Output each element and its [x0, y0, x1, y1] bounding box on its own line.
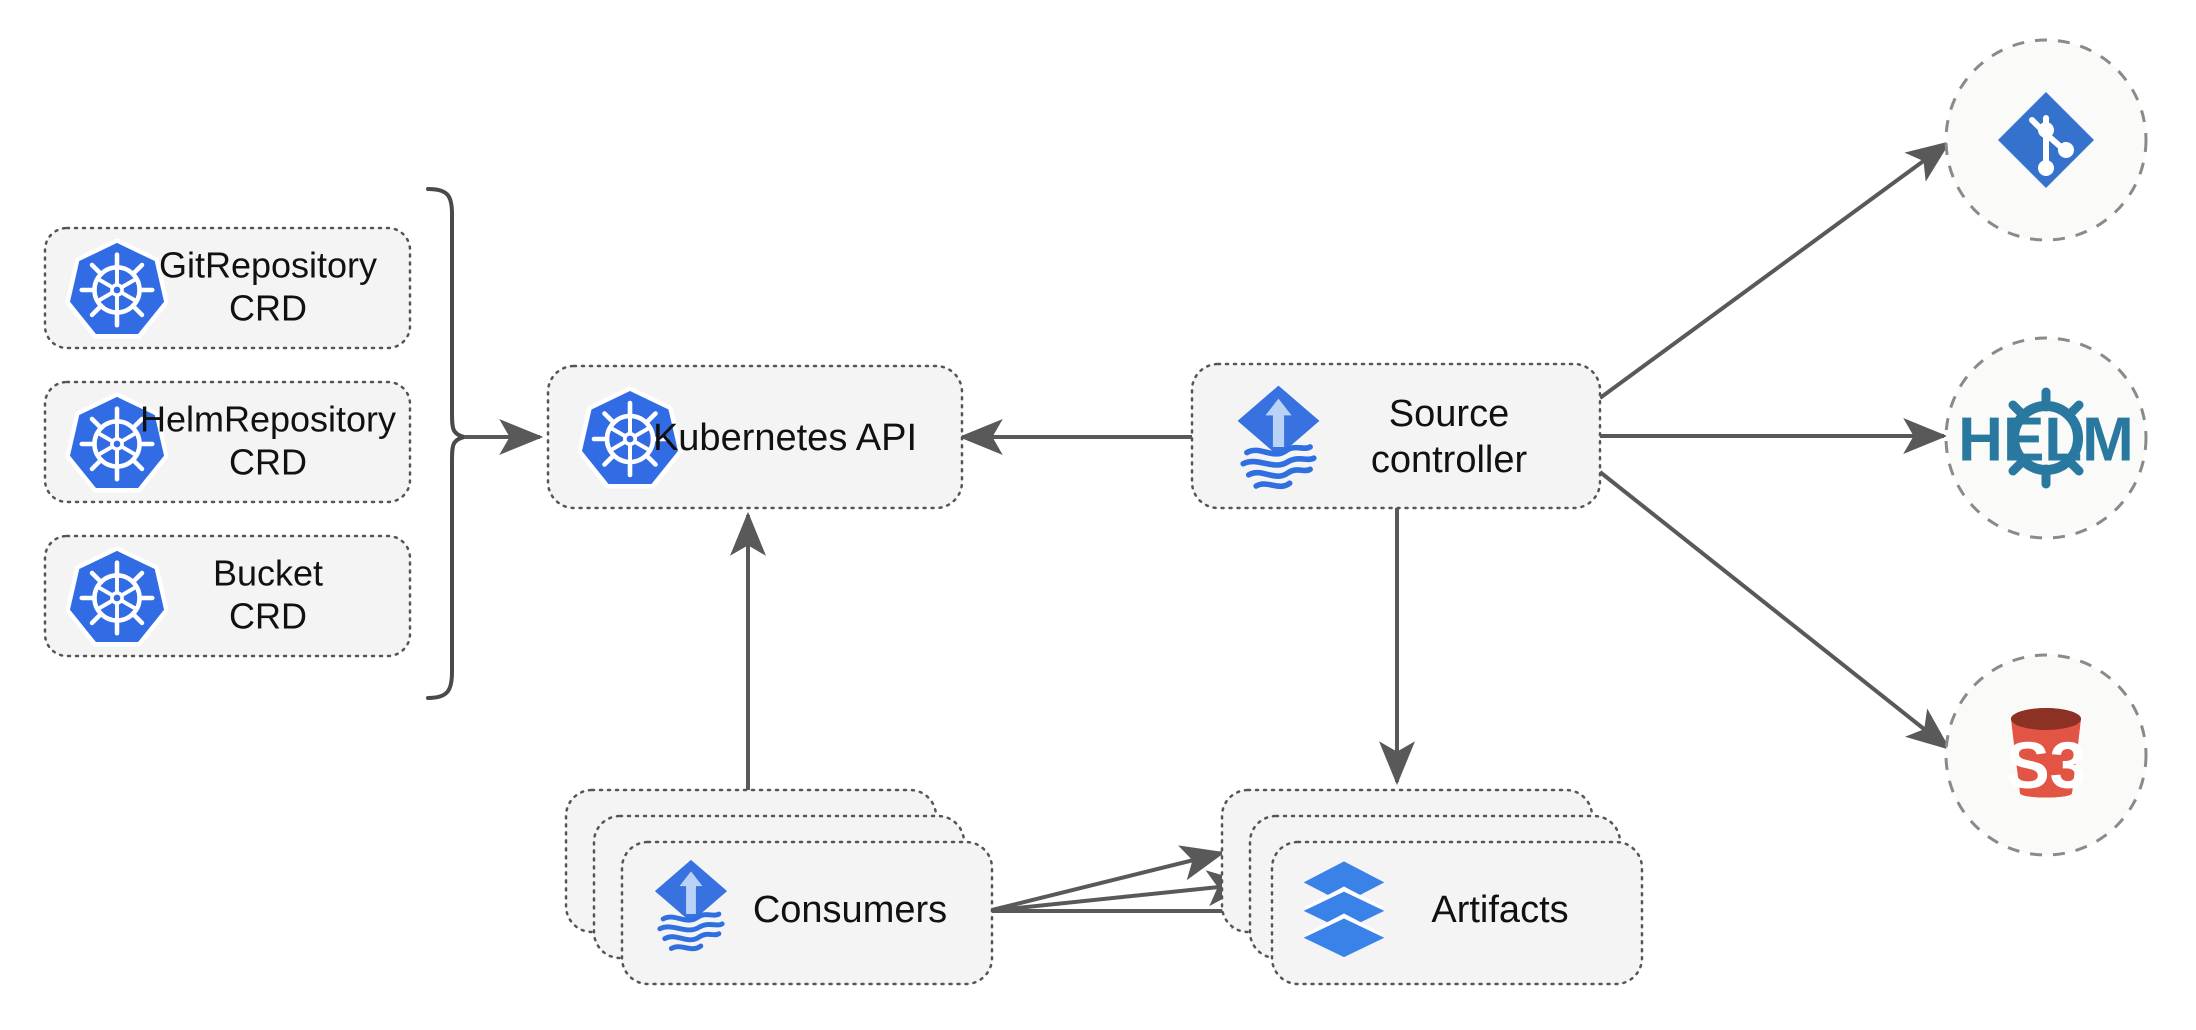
crd-label-line2: CRD [229, 442, 307, 483]
source-circle-git[interactable] [1944, 38, 2148, 242]
crd-card-bucket[interactable]: Bucket CRD [43, 534, 412, 658]
helm-label: HELM [1958, 406, 2134, 475]
artifacts-label: Artifacts [1431, 889, 1568, 931]
crd-card-gitrepository[interactable]: GitRepository CRD [43, 226, 412, 350]
kubernetes-icon [70, 551, 164, 642]
node-kubernetes-api[interactable]: Kubernetes API [546, 364, 964, 510]
crd-card-helmrepository[interactable]: HelmRepository CRD [43, 380, 412, 504]
crd-label-line1: HelmRepository [140, 399, 396, 440]
crd-group-brace [426, 187, 466, 700]
s3-label: S3 [2006, 728, 2087, 802]
edge-consumers-to-artifacts-1 [987, 845, 1226, 913]
kubernetes-api-label: Kubernetes API [653, 417, 917, 459]
crd-label-line1: GitRepository [159, 245, 377, 286]
crd-label-line2: CRD [229, 596, 307, 637]
kubernetes-icon [70, 243, 164, 334]
crd-label-line2: CRD [229, 288, 307, 329]
node-source-controller[interactable]: Source controller [1190, 362, 1602, 510]
source-controller-label-line2: controller [1371, 439, 1528, 481]
node-artifacts[interactable]: Artifacts [1220, 788, 1644, 986]
source-circle-s3[interactable]: S3 [1944, 653, 2148, 857]
edge-consumers-to-artifacts-2 [987, 870, 1252, 913]
source-circle-helm[interactable]: HELM [1944, 336, 2148, 540]
edge-source-controller-to-git [1598, 141, 1951, 400]
consumers-label: Consumers [753, 889, 947, 931]
consumers-stack-front [620, 840, 994, 986]
source-controller-label-line1: Source [1389, 393, 1509, 435]
crd-label-line1: Bucket [213, 553, 323, 594]
node-consumers[interactable]: Consumers [564, 788, 994, 986]
edge-source-controller-to-s3 [1598, 470, 1951, 750]
